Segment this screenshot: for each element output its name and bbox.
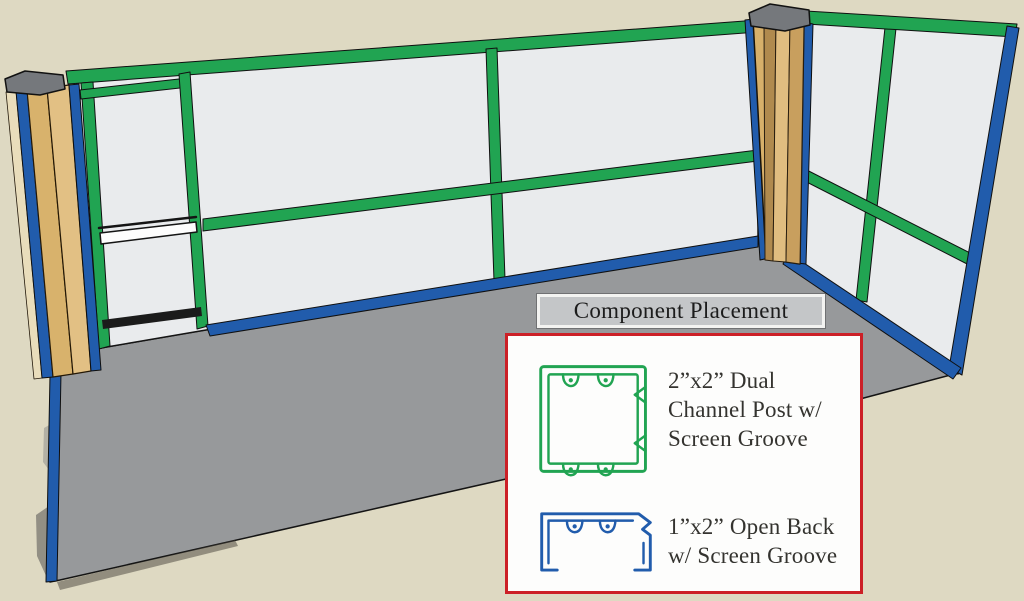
green-profile-icon bbox=[539, 365, 647, 477]
right-wall-end-trim bbox=[948, 25, 1020, 376]
door-seam-line bbox=[97, 215, 198, 230]
legend-item-label-line: 1”x2” Open Back bbox=[668, 514, 835, 539]
legend-item-label-line: Screen Groove bbox=[668, 426, 808, 451]
legend-item-label: 2”x2” Dual Channel Post w/ Screen Groove bbox=[668, 366, 868, 453]
screen-door bbox=[97, 215, 202, 329]
corner-post-cap bbox=[748, 3, 811, 32]
right-wall bbox=[782, 10, 1020, 380]
legend-title: Component Placement bbox=[573, 298, 789, 323]
left-post bbox=[4, 70, 102, 380]
front-wall-bottom-rail bbox=[205, 235, 759, 337]
legend-panel: 2”x2” Dual Channel Post w/ Screen Groove bbox=[505, 333, 863, 594]
legend-item-label-line: 2”x2” Dual bbox=[668, 368, 776, 393]
left-post-cap bbox=[4, 70, 66, 96]
door-push-bar bbox=[99, 221, 198, 245]
blue-profile-icon bbox=[540, 512, 652, 572]
door-kick-bar bbox=[102, 307, 202, 329]
legend-item-label: 1”x2” Open Back w/ Screen Groove bbox=[668, 512, 868, 570]
floor-shadow-left bbox=[36, 506, 49, 578]
legend-item-label-line: w/ Screen Groove bbox=[668, 543, 838, 568]
legend-title-box: Component Placement bbox=[537, 294, 825, 328]
floor-bottom-shadow bbox=[57, 540, 238, 590]
left-post-blue-trim-right bbox=[68, 83, 102, 372]
corner-post bbox=[744, 3, 814, 265]
legend-item-label-line: Channel Post w/ bbox=[668, 397, 822, 422]
